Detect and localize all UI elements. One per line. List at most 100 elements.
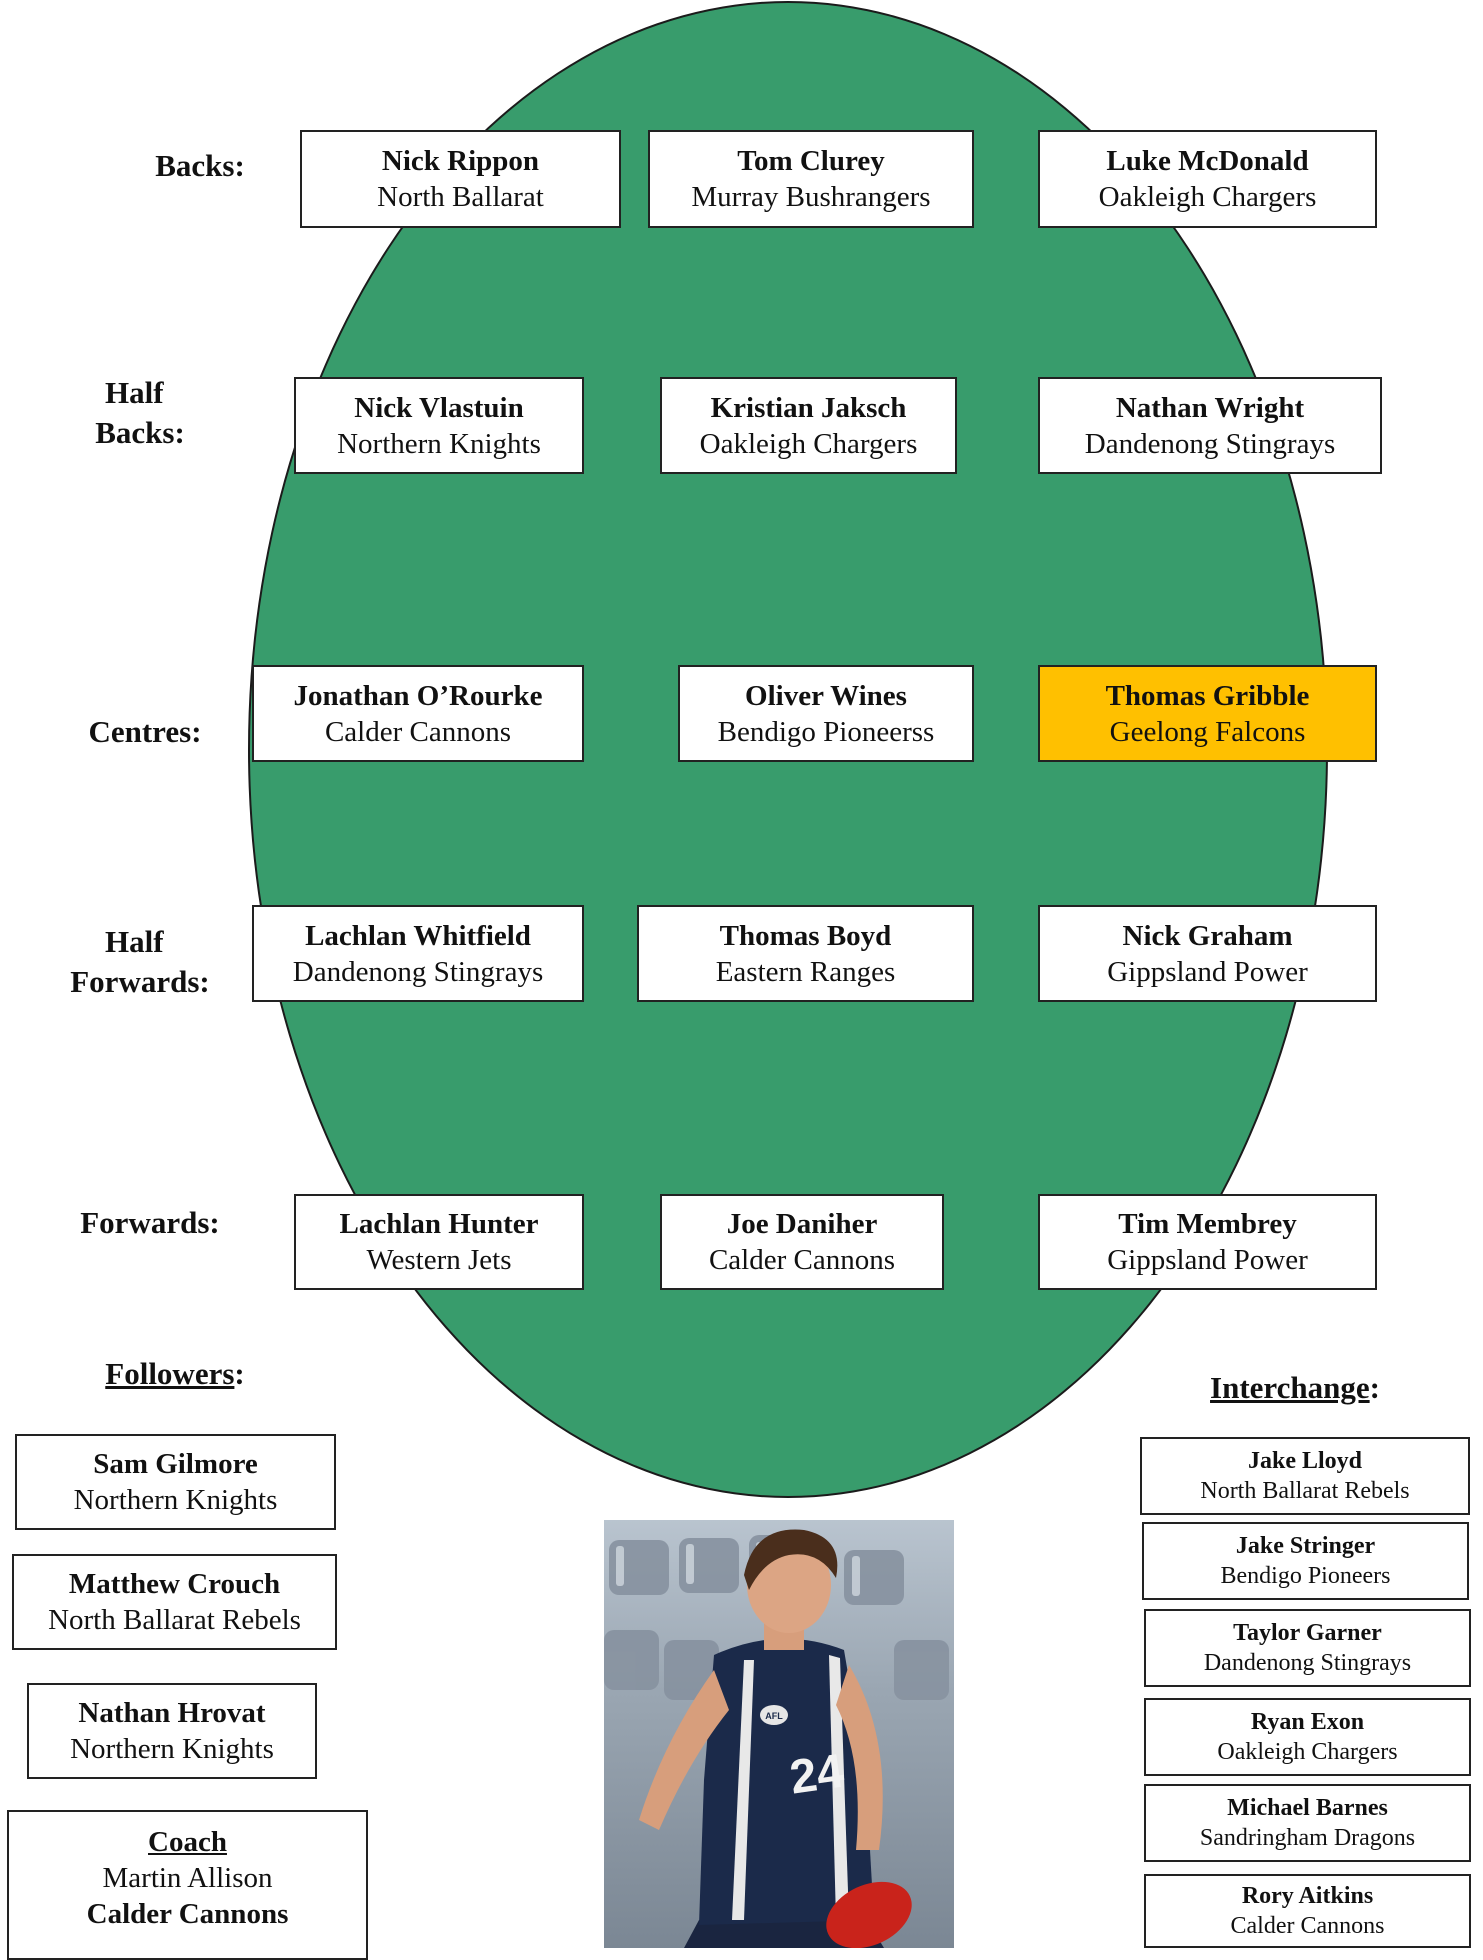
player-club: Calder Cannons [324,715,512,748]
player-name: Joe Daniher [726,1208,878,1240]
row-label-half-backs-line2: Backs: [95,415,185,450]
player-name: Nathan Hrovat [78,1697,266,1729]
interchange-box-4: Ryan Exon Oakleigh Chargers [1144,1698,1471,1776]
player-box-backs-2: Tom Clurey Murray Bushrangers [648,130,974,228]
interchange-box-2: Jake Stringer Bendigo Pioneers [1142,1522,1469,1600]
player-club: Gippsland Power [1107,955,1308,988]
guernsey-stripe-left [732,1660,754,1920]
row-label-half-forwards-line1: Half [105,924,164,959]
player-name: Nick Rippon [381,145,540,177]
player-name: Nathan Wright [1115,391,1305,424]
interchange-box-6: Rory Aitkins Calder Cannons [1144,1874,1471,1948]
follower-box-3: Nathan Hrovat Northern Knights [27,1683,317,1779]
followers-colon: : [234,1356,245,1391]
player-name: Jake Stringer [1235,1533,1376,1559]
player-box-half-forwards-1: Lachlan Whitfield Dandenong Stingrays [252,905,584,1002]
player-club: Geelong Falcons [1109,715,1306,748]
player-left-arm [639,1670,729,1830]
interchange-title: Interchange [1210,1370,1370,1405]
guernsey-stripe-right [829,1655,849,1920]
interchange-box-1: Jake Lloyd North Ballarat Rebels [1140,1437,1470,1515]
row-label-half-forwards-line2: Forwards: [70,964,210,999]
player-box-forwards-2: Joe Daniher Calder Cannons [660,1194,944,1290]
player-club: North Ballarat Rebels [48,1604,301,1636]
player-name: Tom Clurey [737,145,885,177]
player-club: Dandenong Stingrays [292,955,544,988]
interchange-colon: : [1369,1370,1380,1405]
player-name: Thomas Boyd [719,919,892,952]
player-club: Gippsland Power [1107,1244,1308,1276]
player-club: Northern Knights [70,1733,274,1765]
row-label-centres: Centres: [88,714,202,749]
coach-title-text: Coach [148,1826,227,1858]
player-box-backs-1: Nick Rippon North Ballarat [300,130,621,228]
player-club: Oakleigh Chargers [1217,1739,1398,1765]
player-name: Matthew Crouch [68,1568,281,1600]
followers-title: Followers [105,1356,235,1391]
player-club: Eastern Ranges [715,955,896,988]
player-box-half-backs-1: Nick Vlastuin Northern Knights [294,377,584,474]
afl-logo-badge [760,1705,788,1725]
player-box-backs-3: Luke McDonald Oakleigh Chargers [1038,130,1377,228]
player-name: Nick Graham [1122,919,1293,952]
player-club: North Ballarat [377,181,544,213]
player-hair [744,1529,838,1590]
player-photo-illustration: AFL 24 [604,1529,949,1948]
player-name: Thomas Gribble [1105,679,1310,712]
player-name: Ryan Exon [1250,1709,1365,1735]
player-club: Calder Cannons [708,1244,896,1276]
player-right-arm [836,1665,883,1850]
afl-logo-text: AFL [765,1711,783,1721]
interchange-box-3: Taylor Garner Dandenong Stingrays [1144,1609,1471,1687]
player-box-half-backs-3: Nathan Wright Dandenong Stingrays [1038,377,1382,474]
player-photo: AFL 24 [604,1520,954,1948]
player-box-centres-2: Oliver Wines Bendigo Pioneerss [678,665,974,762]
row-label-forwards: Forwards: [80,1205,220,1240]
follower-box-1: Sam Gilmore Northern Knights [15,1434,336,1530]
follower-box-2: Matthew Crouch North Ballarat Rebels [12,1554,337,1650]
player-club: Bendigo Pioneerss [717,715,935,748]
coach-title: Coach [9,1824,366,1860]
row-label-half-backs: Half Backs: [75,373,205,453]
row-label-backs: Backs: [155,148,245,183]
football-ball [826,1881,912,1948]
player-box-centres-1: Jonathan O’Rourke Calder Cannons [252,665,584,762]
player-box-half-backs-2: Kristian Jaksch Oakleigh Chargers [660,377,957,474]
player-box-forwards-3: Tim Membrey Gippsland Power [1038,1194,1377,1290]
interchange-heading: Interchange: [1180,1370,1410,1406]
player-club: Western Jets [366,1244,512,1276]
player-box-centres-3-highlighted: Thomas Gribble Geelong Falcons [1038,665,1377,762]
player-name: Nick Vlastuin [354,391,524,424]
coach-box: Coach Martin Allison Calder Cannons [7,1810,368,1960]
player-name: Luke McDonald [1106,145,1309,177]
player-club: North Ballarat Rebels [1200,1478,1410,1504]
guernsey-number: 24 [787,1745,848,1805]
player-club: Northern Knights [73,1484,278,1516]
player-club: Sandringham Dragons [1199,1825,1416,1851]
player-name: Tim Membrey [1118,1208,1297,1240]
player-name: Sam Gilmore [93,1448,258,1480]
player-name: Lachlan Hunter [339,1208,539,1240]
row-label-half-forwards: Half Forwards: [55,922,225,1002]
player-name: Kristian Jaksch [710,391,907,424]
interchange-box-5: Michael Barnes Sandringham Dragons [1144,1784,1471,1862]
player-club: Northern Knights [337,427,541,460]
row-label-half-backs-line1: Half [105,375,164,410]
player-name: Jake Lloyd [1247,1448,1363,1474]
player-club: Oakleigh Chargers [1098,181,1317,213]
player-name: Jonathan O’Rourke [293,679,543,712]
player-club: Dandenong Stingrays [1203,1650,1412,1676]
player-box-half-forwards-3: Nick Graham Gippsland Power [1038,905,1377,1002]
player-club: Calder Cannons [1230,1913,1385,1939]
player-box-forwards-1: Lachlan Hunter Western Jets [294,1194,584,1290]
player-club: Dandenong Stingrays [1084,427,1336,460]
player-name: Lachlan Whitfield [305,919,531,952]
player-name: Michael Barnes [1227,1795,1388,1821]
player-name: Taylor Garner [1233,1620,1382,1646]
coach-name: Martin Allison [102,1862,273,1894]
player-club: Bendigo Pioneers [1220,1563,1391,1589]
followers-heading: Followers: [80,1356,270,1392]
player-name: Oliver Wines [745,679,907,712]
player-club: Murray Bushrangers [691,181,931,213]
player-club: Oakleigh Chargers [699,427,918,460]
